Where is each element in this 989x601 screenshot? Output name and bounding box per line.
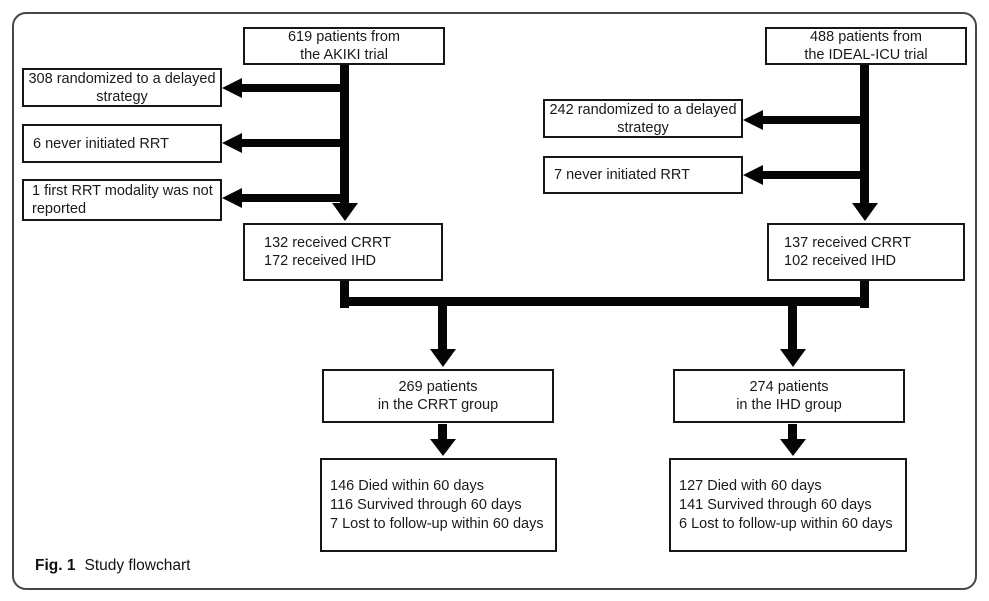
- box-text-line: 137 received CRRT: [784, 235, 912, 251]
- box-text-line: 308 randomized to a delayed: [28, 70, 216, 87]
- box-text-line: strategy: [617, 119, 669, 136]
- crrt-outcome-connector: [438, 424, 447, 440]
- box-text-line: 1 first RRT modality was not: [32, 183, 213, 199]
- box-text-line: 146 Died within 60 days: [330, 477, 484, 494]
- box-text-line: 6 never initiated RRT: [33, 135, 169, 152]
- box-text-line: 7 never initiated RRT: [554, 167, 690, 183]
- arrowhead-down-icon: [430, 349, 456, 367]
- box-text-line: 274 patients: [749, 379, 829, 395]
- arrowhead-down-icon: [852, 203, 878, 221]
- akiki-excluded-modality-not-reported-box: 1 first RRT modality was not reported: [22, 179, 222, 221]
- ideal-source-box: 488 patients from the IDEAL-ICU trial: [765, 27, 967, 65]
- box-text-line: 242 randomized to a delayed: [549, 101, 737, 118]
- box-text-line: in the IHD group: [736, 397, 842, 413]
- akiki-exclusion-branch-2: [242, 139, 345, 147]
- crrt-drop-connector: [438, 297, 447, 350]
- figure-caption-title: Study flowchart: [84, 557, 191, 574]
- figure-caption: Fig. 1 Study flowchart: [35, 557, 190, 575]
- akiki-excluded-randomized-box: 308 randomized to a delayed strategy: [22, 68, 222, 107]
- ideal-excluded-randomized-box: 242 randomized to a delayed strategy: [543, 99, 743, 138]
- box-text-line: strategy: [96, 88, 148, 105]
- ihd-outcome-connector: [788, 424, 797, 440]
- merge-left-stub: [340, 281, 349, 308]
- ideal-exclusion-branch-2: [763, 171, 865, 179]
- box-text-line: 172 received IHD: [264, 253, 377, 269]
- box-text-line: 7 Lost to follow-up within 60 days: [330, 515, 544, 532]
- box-text-line: 102 received IHD: [784, 253, 897, 269]
- box-text-line: 116 Survived through 60 days: [330, 496, 522, 513]
- arrowhead-left-icon: [222, 78, 242, 98]
- ideal-down-connector: [860, 65, 869, 204]
- box-text-line: 619 patients from: [287, 29, 401, 45]
- arrowhead-left-icon: [222, 133, 242, 153]
- akiki-exclusion-branch-3: [242, 194, 345, 202]
- crrt-outcomes-box: 146 Died within 60 days 116 Survived thr…: [320, 458, 557, 552]
- box-text-line: 127 Died with 60 days: [679, 477, 822, 494]
- box-text-line: 141 Survived through 60 days: [679, 496, 872, 513]
- ideal-modality-box: 137 received CRRT 102 received IHD: [767, 223, 965, 281]
- ihd-drop-connector: [788, 297, 797, 350]
- arrowhead-left-icon: [222, 188, 242, 208]
- merge-right-stub: [860, 281, 869, 308]
- figure-caption-label: Fig. 1: [35, 557, 76, 574]
- box-text-line: reported: [32, 201, 87, 217]
- akiki-exclusion-branch-1: [242, 84, 345, 92]
- arrowhead-down-icon: [780, 439, 806, 456]
- box-text-line: 132 received CRRT: [264, 235, 392, 251]
- akiki-excluded-never-rrt-box: 6 never initiated RRT: [22, 124, 222, 163]
- figure-outer-border: [12, 12, 977, 590]
- akiki-modality-box: 132 received CRRT 172 received IHD: [243, 223, 443, 281]
- box-text-line: 488 patients from: [809, 29, 923, 45]
- box-text-line: the AKIKI trial: [300, 47, 388, 63]
- ihd-outcomes-box: 127 Died with 60 days 141 Survived throu…: [669, 458, 907, 552]
- merge-horizontal-connector: [340, 297, 869, 306]
- box-text-line: 269 patients: [398, 379, 478, 395]
- ihd-group-box: 274 patients in the IHD group: [673, 369, 905, 423]
- box-text-line: in the CRRT group: [377, 397, 499, 413]
- arrowhead-left-icon: [743, 110, 763, 130]
- arrowhead-down-icon: [430, 439, 456, 456]
- ideal-exclusion-branch-1: [763, 116, 865, 124]
- akiki-down-connector: [340, 65, 349, 204]
- ideal-excluded-never-rrt-box: 7 never initiated RRT: [543, 156, 743, 194]
- crrt-group-box: 269 patients in the CRRT group: [322, 369, 554, 423]
- arrowhead-left-icon: [743, 165, 763, 185]
- box-text-line: the IDEAL-ICU trial: [804, 47, 928, 63]
- box-text-line: 6 Lost to follow-up within 60 days: [679, 515, 893, 532]
- akiki-source-box: 619 patients from the AKIKI trial: [243, 27, 445, 65]
- arrowhead-down-icon: [332, 203, 358, 221]
- arrowhead-down-icon: [780, 349, 806, 367]
